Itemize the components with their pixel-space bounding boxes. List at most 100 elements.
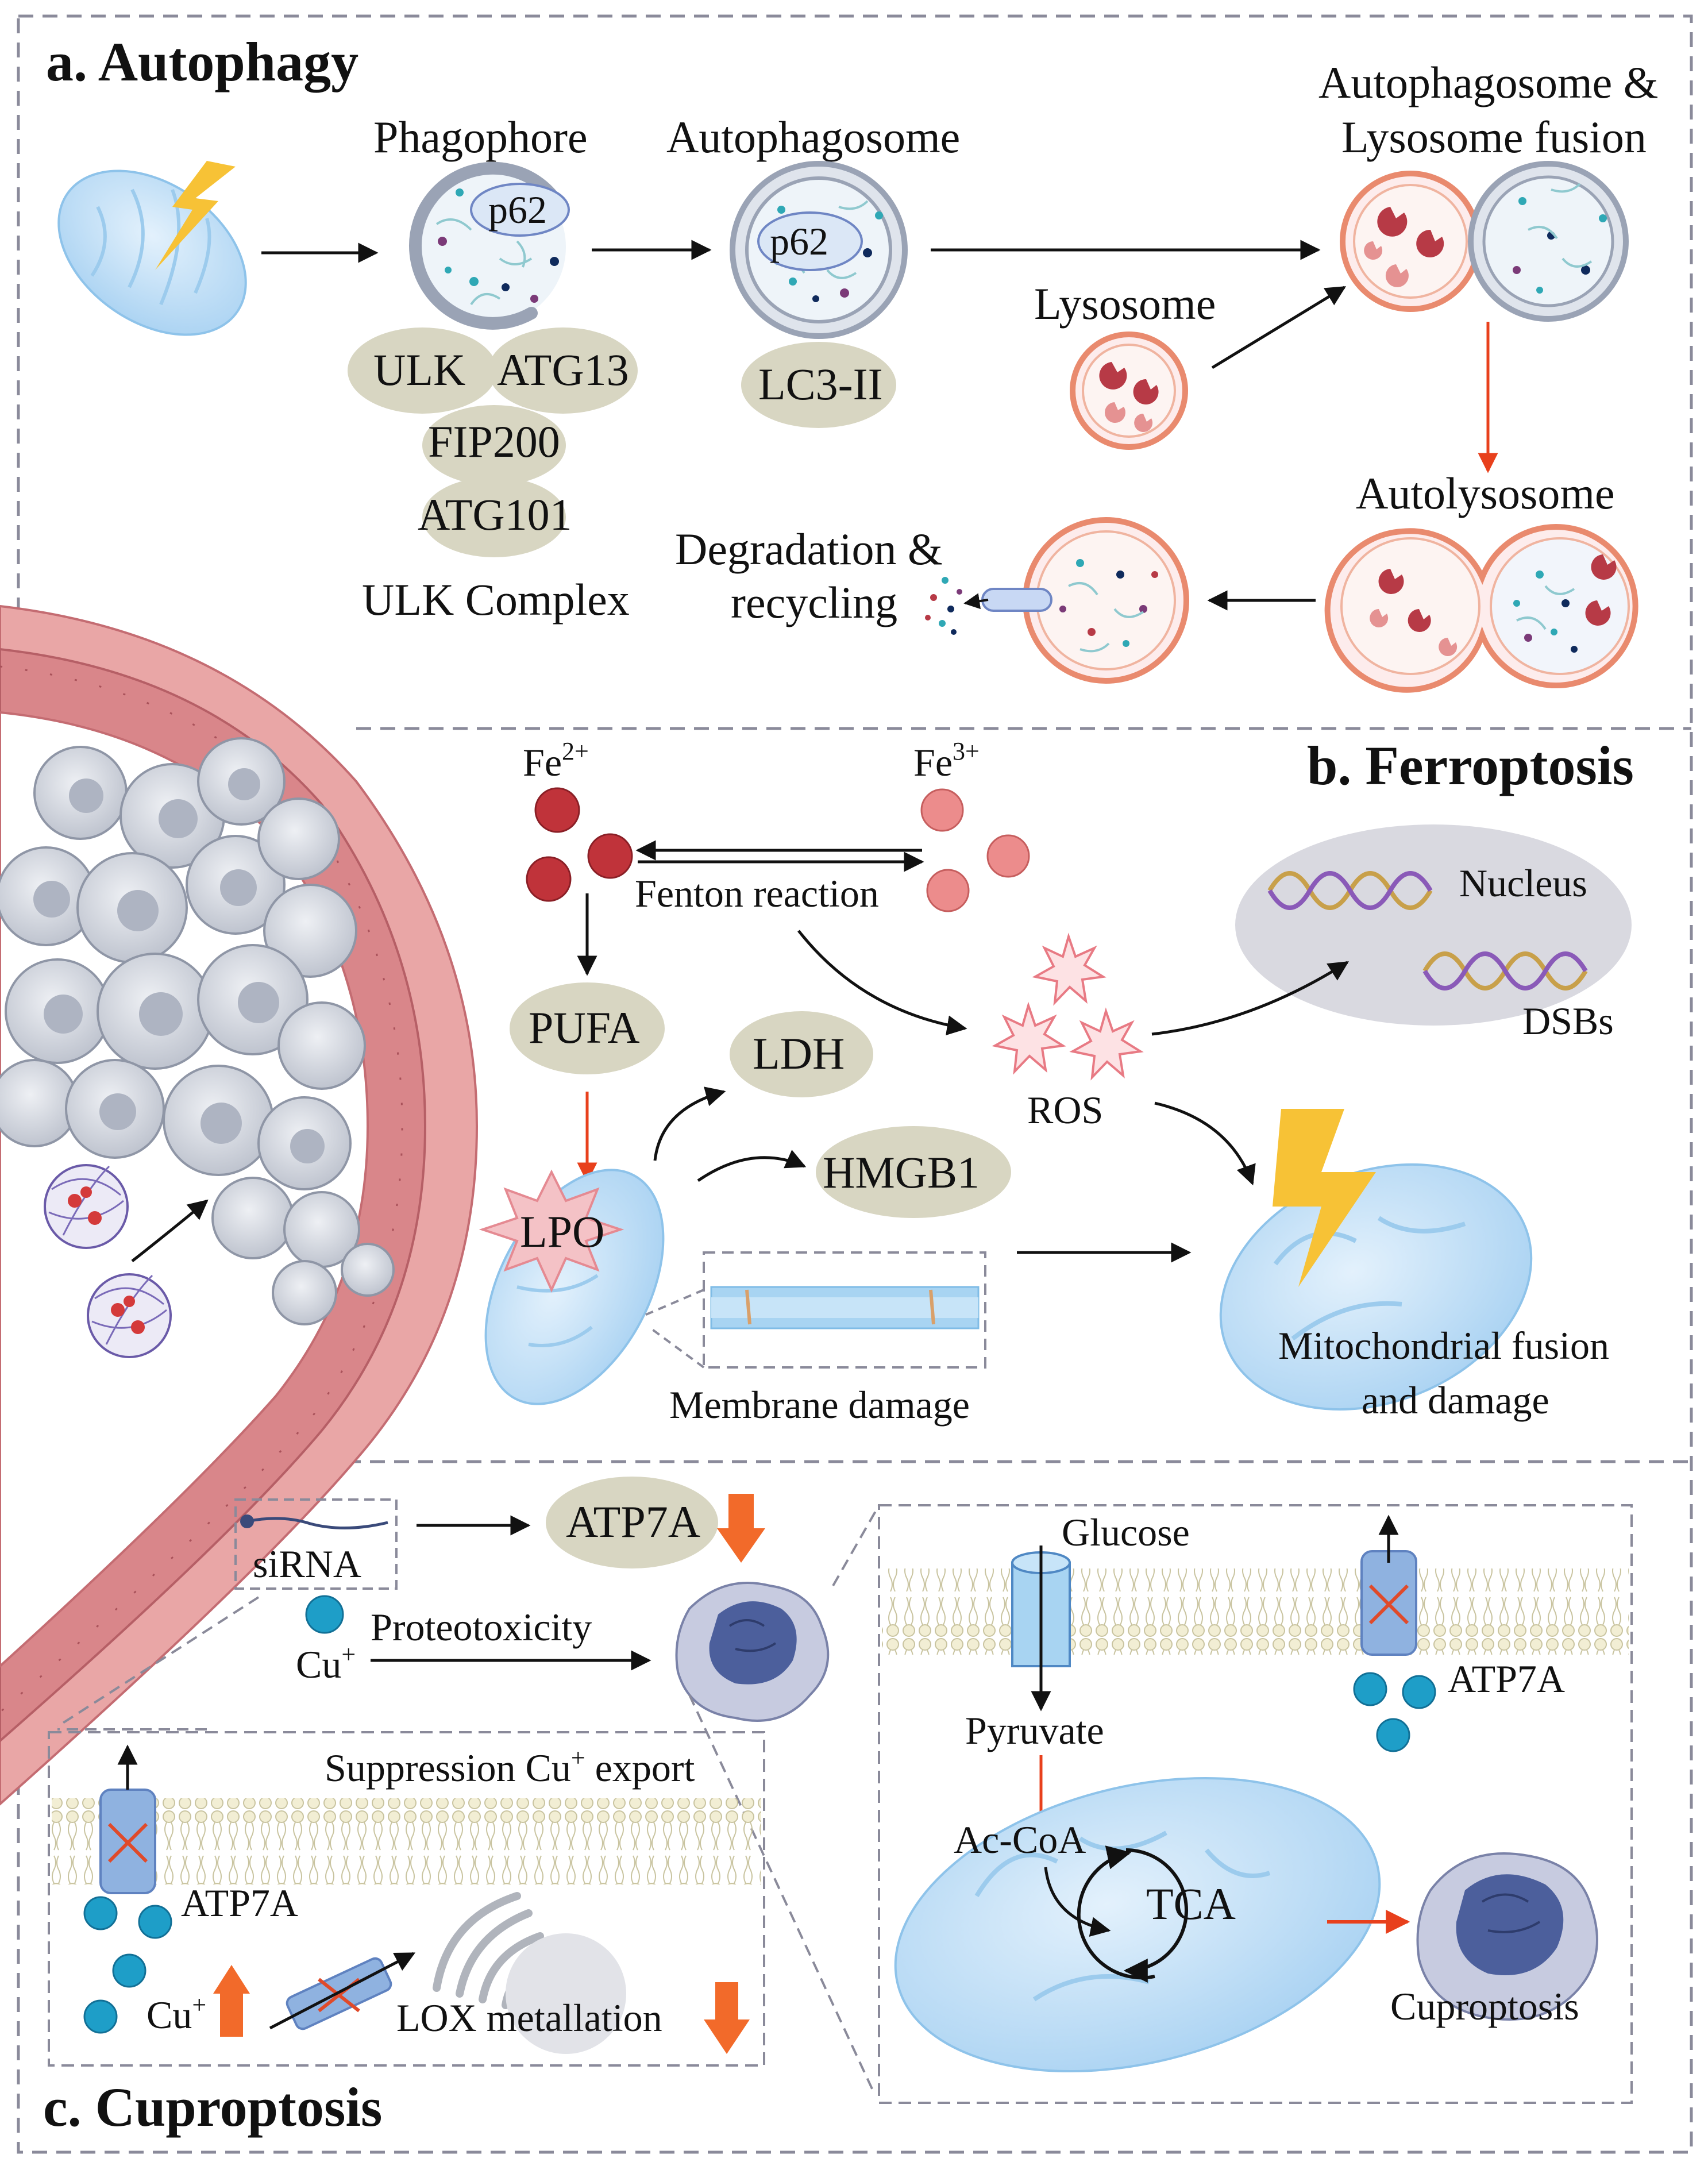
mitochondrion-icon <box>57 169 247 336</box>
pufa-label: PUFA <box>529 1003 640 1053</box>
copper-ions-right <box>1353 1672 1436 1752</box>
mitochondrion-icon-lpo <box>484 1169 665 1405</box>
zoom-line-2 <box>56 1596 260 1728</box>
tumor-cell-icon-2 <box>1416 1852 1598 2021</box>
right-inset: Glucose Pyruvate ATP7A Ac-CoA TCA <box>878 1504 1633 2104</box>
tca-cycle-arrow-2 <box>1077 1845 1155 1980</box>
autophagy-heading: a. Autophagy <box>46 31 358 93</box>
nucleus <box>1235 824 1632 1026</box>
nanoparticle-icon <box>44 1164 172 1358</box>
sirna-cap <box>240 1514 254 1528</box>
down-arrow-atp7a <box>717 1494 765 1563</box>
mito-damage-label-2: and damage <box>1362 1378 1549 1422</box>
p62-protein-2 <box>757 211 863 271</box>
ulk-complex-label: ULK Complex <box>362 575 630 625</box>
fip200-label: FIP200 <box>428 417 560 467</box>
membrane-bilayer-right <box>882 1568 1629 1655</box>
atp7a-left-label: ATP7A <box>181 1881 298 1925</box>
proteotoxicity-label: Proteotoxicity <box>371 1605 592 1649</box>
released-fragments <box>925 577 962 635</box>
block-cross <box>107 1822 148 1863</box>
tumor-nuclei <box>33 768 325 1163</box>
fe2-ions <box>526 787 633 902</box>
degradation-label-1: Degradation & <box>675 524 943 574</box>
dna-helix-icon <box>1267 871 1588 990</box>
lightning-icon <box>155 161 236 270</box>
arrow-lpo-to-hmgb1 <box>697 1150 807 1182</box>
degradation-label-2: recycling <box>731 577 897 627</box>
membrane-damage-label: Membrane damage <box>669 1383 970 1427</box>
panel-ferroptosis: b. Ferroptosis Fe2+ Fe3+ Fenton reaction… <box>479 735 1634 1427</box>
atp7a-top-label: ATP7A <box>566 1497 700 1547</box>
lightning-icon-2 <box>1273 1109 1376 1287</box>
lox-label: LOX metallation <box>396 1996 662 2040</box>
down-arrow-lox <box>704 1982 750 2054</box>
arrow-release <box>963 593 989 610</box>
mitochondrion-icon-damaged <box>1219 1163 1533 1411</box>
fe3-label: Fe3+ <box>913 737 980 784</box>
atp7a-protein <box>546 1477 718 1568</box>
ulk-complex <box>348 327 638 557</box>
ldh-protein <box>730 1011 873 1097</box>
lpo-label: LPO <box>520 1207 604 1257</box>
membrane-damage-inset <box>643 1251 986 1369</box>
ulk-label: ULK <box>373 345 465 395</box>
atp7a-right-label: ATP7A <box>1448 1657 1565 1701</box>
arrow-ros-to-nucleus <box>1151 961 1349 1036</box>
atg13-label: ATG13 <box>497 345 629 395</box>
cu-left-label: Cu+ <box>146 1991 206 2037</box>
panel-autophagy: a. Autophagy Phagophore p62 ULK <box>46 31 1658 693</box>
tca-label: TCA <box>1146 1879 1236 1929</box>
lpo-burst <box>479 1169 624 1293</box>
ros-star-icon <box>992 932 1144 1081</box>
sirna-strand <box>246 1517 388 1529</box>
sirna-box <box>234 1498 398 1590</box>
cu-label: Cu+ <box>296 1640 356 1686</box>
arrow-to-golgi <box>269 1952 416 2030</box>
ros-label: ROS <box>1027 1088 1103 1132</box>
left-inset: Suppression Cu+ export ATP7A Cu+ LOX met… <box>48 1731 765 2067</box>
autolysosome <box>1324 524 1638 693</box>
arrow-lpo-to-ldh <box>653 1086 726 1161</box>
fusion-complex <box>1340 161 1629 322</box>
fenton-label: Fenton reaction <box>635 872 879 915</box>
tca-cycle-arrow-1 <box>1123 1848 1188 1983</box>
fusion-label-2: Lysosome fusion <box>1341 112 1647 162</box>
ferroptosis-heading: b. Ferroptosis <box>1307 735 1634 796</box>
phagophore-label: Phagophore <box>373 112 588 162</box>
cuproptosis-label: Cuproptosis <box>1390 1984 1579 2028</box>
autophagosome-label: Autophagosome <box>666 112 960 162</box>
hmgb1-protein <box>816 1126 1011 1218</box>
arrow-ros-to-mito <box>1154 1101 1256 1186</box>
lc3-protein <box>741 342 896 428</box>
p62-label-a: p62 <box>488 188 547 232</box>
pufa-protein <box>510 982 665 1074</box>
ldh-label: LDH <box>753 1028 845 1078</box>
arrow-lysosome-to-fusion <box>1211 286 1346 369</box>
copper-ions-left <box>83 1896 172 2034</box>
arrow-accoa-to-tca <box>1044 1867 1111 1937</box>
lysosome-icon <box>1070 332 1188 450</box>
fe2-label: Fe2+ <box>523 737 589 784</box>
mitochondrion-icon-tca <box>894 1776 1381 2073</box>
glucose-label: Glucose <box>1062 1510 1190 1554</box>
arrow-nanoparticle-to-tumor <box>131 1199 209 1262</box>
autolysosome-label: Autolysosome <box>1356 468 1615 518</box>
fusion-label-1: Autophagosome & <box>1318 57 1658 107</box>
zoom-line-4 <box>832 1505 880 1586</box>
tumor-cells <box>0 737 395 1325</box>
sirna-label: siRNA <box>253 1542 361 1586</box>
mito-damage-label-1: Mitochondrial fusion <box>1278 1324 1609 1367</box>
up-arrow-cu <box>213 1965 250 2037</box>
nucleus-label: Nucleus <box>1459 861 1587 905</box>
degradation-vesicle <box>981 517 1189 684</box>
accoa-label: Ac-CoA <box>954 1818 1086 1861</box>
block-cross-right <box>1368 1584 1409 1625</box>
copper-ion-icon <box>305 1595 344 1634</box>
dsbs-label: DSBs <box>1522 999 1614 1043</box>
p62-protein <box>470 183 570 237</box>
pyruvate-label: Pyruvate <box>965 1709 1104 1752</box>
membrane-bilayer <box>52 1798 761 1884</box>
tumor-tissue <box>0 604 479 1806</box>
